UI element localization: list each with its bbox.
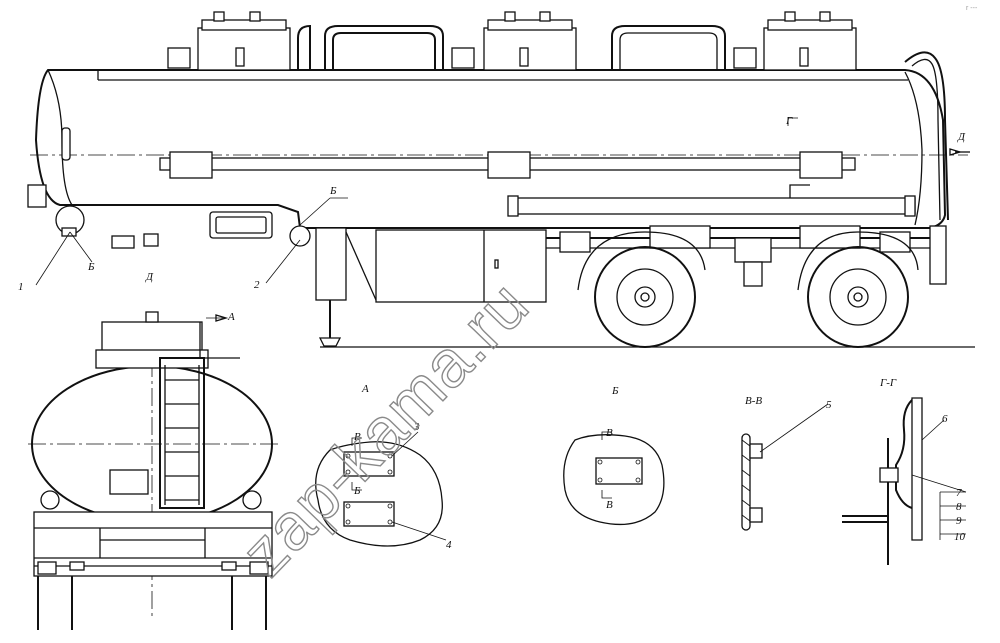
label-view-d: Д xyxy=(145,271,154,283)
lower-pipe xyxy=(514,197,916,215)
handrail-middle xyxy=(324,25,444,70)
callout-4: 4 xyxy=(446,539,452,551)
section-g-g xyxy=(842,397,967,565)
rear-dome-line xyxy=(904,71,923,226)
callout-10: 10 xyxy=(954,531,966,543)
hatch-1 xyxy=(167,11,291,71)
callout-6: 6 xyxy=(942,413,948,425)
mark-b-1: Б xyxy=(87,261,95,273)
hatch-3 xyxy=(733,11,857,71)
wheel-front xyxy=(577,231,706,348)
corner-mark: r --- xyxy=(966,5,978,12)
label-section-vv: В-В xyxy=(745,395,762,407)
side-view xyxy=(27,11,975,348)
mark-b-3: Б xyxy=(353,485,361,497)
callout-3: 3 xyxy=(413,421,420,433)
callout-5: 5 xyxy=(826,399,832,411)
label-detail-a: А xyxy=(361,383,369,395)
mark-v-2: В xyxy=(606,427,613,439)
toolbox xyxy=(209,211,273,239)
rear-ladder xyxy=(159,357,205,509)
watermark: zap-kama.ru xyxy=(227,267,543,590)
label-detail-b: Б xyxy=(611,385,619,397)
mark-d: Д xyxy=(957,131,966,143)
label-view-a: А xyxy=(227,311,235,323)
callout-9: 9 xyxy=(956,515,962,527)
rear-plate xyxy=(109,469,149,495)
valve-2 xyxy=(289,225,311,247)
callout-8: 8 xyxy=(956,501,962,513)
handrail-front xyxy=(297,24,311,70)
mark-v-3: В xyxy=(606,499,613,511)
mark-b-2: Б xyxy=(329,185,337,197)
tank-body xyxy=(34,69,947,229)
chassis-box xyxy=(375,229,547,303)
label-section-gg: Г-Г xyxy=(879,377,897,389)
callout-7: 7 xyxy=(956,487,962,499)
detail-a xyxy=(315,431,447,547)
mark-g: Г xyxy=(785,115,793,127)
section-v-v xyxy=(741,403,829,531)
mark-v-1: В xyxy=(354,431,361,443)
pipe-box-2 xyxy=(487,151,531,179)
pipe-box-3 xyxy=(799,151,843,179)
landing-gear xyxy=(315,227,377,347)
front-level-gauge xyxy=(61,127,71,161)
hatch-2 xyxy=(451,11,577,71)
front-bracket xyxy=(27,184,47,208)
rear-view xyxy=(28,311,278,630)
callout-2: 2 xyxy=(254,279,260,291)
detail-b xyxy=(563,431,665,526)
rear-hose xyxy=(904,51,949,221)
callout-1: 1 xyxy=(18,281,24,293)
rear-bumper xyxy=(929,225,947,285)
pipe-box-1 xyxy=(169,151,213,179)
handrail-rear xyxy=(611,25,726,70)
